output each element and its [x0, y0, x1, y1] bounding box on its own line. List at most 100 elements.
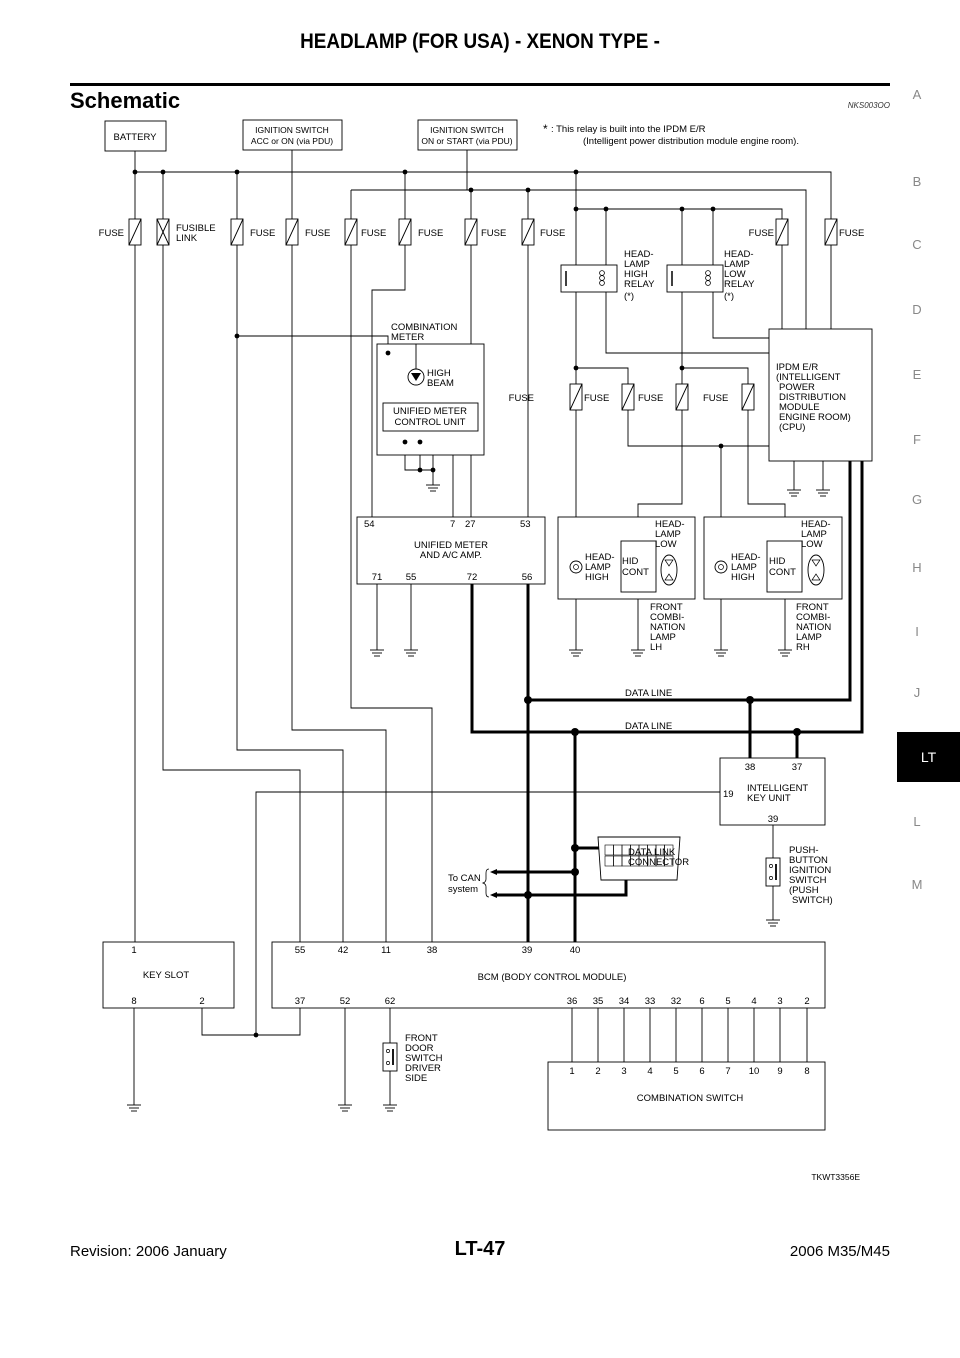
- fuse-symbol: [464, 218, 478, 246]
- battery-box: [104, 120, 167, 152]
- unified-meter-label: UNIFIED METER: [414, 540, 488, 551]
- wire: [682, 367, 786, 541]
- combination-meter-label: COMBINATION: [391, 322, 457, 333]
- headlamp-high-rh-label: LAMP: [731, 562, 757, 573]
- ign-acc-label: IGNITION SWITCH: [255, 125, 329, 135]
- tab-e[interactable]: E: [912, 367, 922, 382]
- low-relay-label: LOW: [724, 269, 746, 280]
- fusible-link-label: LINK: [176, 233, 198, 244]
- high-beam-label: BEAM: [427, 378, 454, 389]
- tab-c[interactable]: C: [912, 237, 922, 252]
- pin-label: 39: [522, 945, 533, 956]
- tab-a[interactable]: A: [912, 87, 922, 102]
- bcm-label: BCM (BODY CONTROL MODULE): [478, 972, 627, 983]
- wire: [135, 171, 832, 329]
- tab-h[interactable]: H: [912, 560, 922, 575]
- ign-acc-label: ACC or ON (via PDU): [251, 136, 333, 146]
- high-beam-indicator-icon: [411, 373, 421, 381]
- junction-dot: [234, 333, 240, 339]
- meter-control-unit-label: UNIFIED METER: [393, 406, 467, 417]
- wire: [605, 209, 769, 354]
- figure-id: TKWT3356E: [811, 1172, 860, 1182]
- headlamp-low-bulb-icon: [807, 554, 825, 586]
- headlamp-low-rh-label: LOW: [801, 539, 823, 550]
- wire: [575, 172, 783, 329]
- tab-i[interactable]: I: [915, 624, 919, 639]
- low-relay-label: RELAY: [724, 279, 755, 290]
- fuse-label: FUSE: [250, 228, 275, 239]
- high-relay-label: HEAD-: [624, 249, 654, 260]
- relay-symbol: [666, 264, 724, 293]
- door-switch-label: DOOR: [405, 1043, 434, 1054]
- pin-label: 5: [725, 996, 730, 1007]
- headlamp-low-bulb-icon: [664, 573, 674, 581]
- pin-label: 1: [131, 945, 136, 956]
- headlamp-low-lh-label: LAMP: [655, 529, 681, 540]
- ipdm-label: POWER: [779, 382, 815, 393]
- fuse-symbol: [344, 218, 358, 246]
- pin-label: 37: [792, 762, 803, 773]
- tab-f[interactable]: F: [913, 432, 921, 447]
- switch-icon: [769, 876, 773, 880]
- combination-meter-box: [376, 343, 485, 456]
- fuse-symbol: [741, 383, 755, 411]
- pin-label: 3: [777, 996, 782, 1007]
- push-switch-label: BUTTON: [789, 855, 828, 866]
- fuse-symbol: [285, 218, 299, 246]
- junction-dot: [417, 467, 423, 473]
- tab-g[interactable]: G: [911, 492, 923, 507]
- brace: [481, 868, 490, 898]
- tab-d[interactable]: D: [912, 302, 922, 317]
- pin-label: 42: [338, 945, 349, 956]
- ipdm-label: IPDM E/R: [776, 362, 818, 373]
- wire: [712, 209, 769, 339]
- switch-icon: [765, 857, 781, 887]
- low-relay-label: HEAD-: [724, 249, 754, 260]
- fuse-symbol: [521, 218, 535, 246]
- ign-on-label: ON or START (via PDU): [421, 136, 512, 146]
- data-link-connector-label: DATA LINK: [628, 847, 676, 858]
- junction-dot: [132, 169, 138, 175]
- front-lamp-rh-label: NATION: [796, 622, 831, 633]
- fuse-symbol: [569, 383, 583, 411]
- pin-label: 2: [804, 996, 809, 1007]
- pin-label: 71: [372, 572, 383, 583]
- ipdm-label: MODULE: [779, 402, 820, 413]
- door-switch-label: SWITCH: [405, 1053, 443, 1064]
- pin-label: 7: [725, 1066, 730, 1077]
- note-text: : This relay is built into the IPDM E/R: [551, 124, 706, 135]
- tab-j[interactable]: J: [913, 685, 921, 700]
- wire: [576, 367, 769, 447]
- hid-cont-rh-label: HID: [769, 556, 786, 567]
- high-relay-label: LAMP: [624, 259, 650, 270]
- wire: [236, 172, 344, 942]
- junction-dot: [525, 187, 531, 193]
- headlamp-low-bulb-icon: [811, 573, 821, 581]
- push-switch-label: (PUSH: [789, 885, 819, 896]
- pin-label: 55: [295, 945, 306, 956]
- front-lamp-lh-label: LH: [650, 642, 662, 653]
- footer-model: 2006 M35/M45: [789, 1243, 890, 1260]
- section-code: NKS003OO: [847, 101, 890, 110]
- meter-control-unit-box: [382, 402, 479, 432]
- high-relay-label: (*): [624, 291, 634, 302]
- combination-meter-label: METER: [391, 332, 424, 343]
- tab-m[interactable]: M: [911, 877, 923, 892]
- combination-switch-box: [547, 1061, 826, 1131]
- tab-lt-active[interactable]: LT: [897, 732, 960, 782]
- fuse-label: FUSE: [749, 228, 774, 239]
- tab-b[interactable]: B: [912, 174, 922, 189]
- front-lamp-lh-label: LAMP: [650, 632, 676, 643]
- fusible-link-label: FUSIBLE: [176, 223, 216, 234]
- switch-icon: [386, 1061, 390, 1065]
- junction-dot: [573, 206, 579, 212]
- headlamp-high-lh-label: HEAD-: [585, 552, 615, 563]
- unified-meter-box: [356, 516, 546, 585]
- front-lamp-lh-label: FRONT: [650, 602, 683, 613]
- junction-dot: [571, 868, 579, 876]
- junction-dot: [524, 696, 532, 704]
- to-can-label: system: [448, 884, 478, 895]
- tab-l[interactable]: L: [913, 814, 921, 829]
- pin-label: 6: [699, 996, 704, 1007]
- pin-label: 36: [567, 996, 578, 1007]
